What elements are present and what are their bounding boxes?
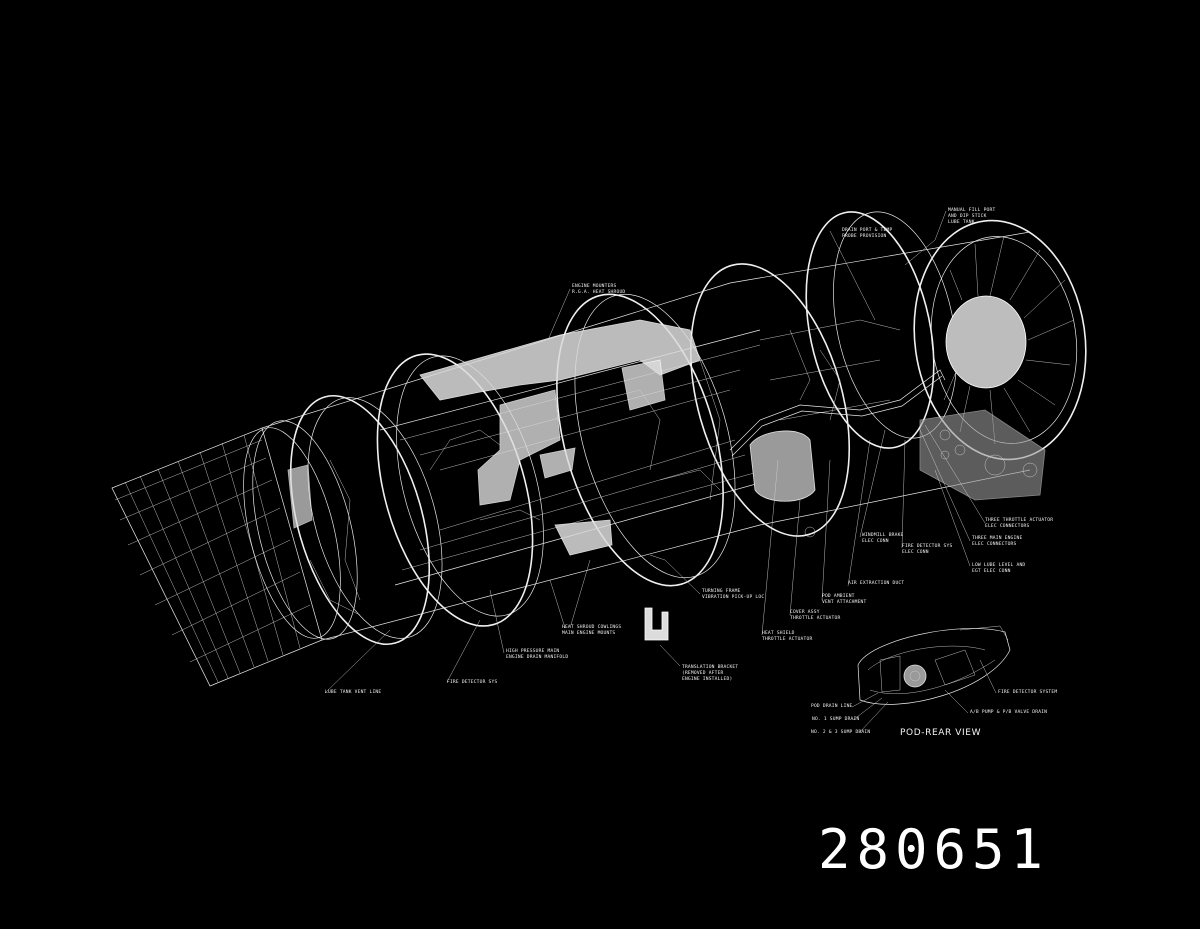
callout-line: HEAT SHIELD — [762, 630, 795, 636]
callout-line: THROTTLE ACTUATOR — [790, 615, 840, 621]
callout-line: LUBE TANK — [948, 219, 975, 225]
callout-line: (REMOVED AFTER — [682, 670, 724, 676]
inlet-fan — [913, 219, 1087, 501]
callout-line: TRANSLATION BRACKET — [682, 664, 738, 670]
callout-line: ELEC CONNECTORS — [972, 541, 1017, 547]
callout-fire-detector-system: FIRE DETECTOR SYSTEM — [998, 689, 1057, 695]
callout-line: DRAIN PORT & TEMP — [842, 227, 892, 233]
callout-line: ELEC CONN — [902, 549, 929, 555]
callout-sump-drain-23: NO. 2 & 3 SUMP DRAIN — [811, 729, 870, 735]
callout-line: FIRE DETECTOR SYS — [447, 679, 497, 685]
pod-body — [261, 231, 1031, 646]
callout-line: ENGINE INSTALLED) — [682, 676, 732, 682]
exhaust-nozzle — [111, 420, 358, 687]
callout-sump-drain-1: NO. 1 SUMP DRAIN — [812, 716, 859, 722]
callout-line: COVER ASSY — [790, 609, 820, 615]
callout-line: A/B PUMP & P/B VALVE DRAIN — [970, 709, 1047, 715]
callout-line: THREE MAIN ENGINE — [972, 535, 1022, 541]
callout-line: POD AMBIENT — [822, 593, 855, 599]
callout-line: WINDMILL BRAKE — [862, 532, 904, 538]
callout-line: NO. 1 SUMP DRAIN — [812, 716, 859, 722]
callout-line: LOW LUBE LEVEL AND — [972, 562, 1025, 568]
callout-fire-detector-sys: FIRE DETECTOR SYS — [447, 679, 497, 685]
callout-line: FIRE DETECTOR SYSTEM — [998, 689, 1057, 695]
rear-view-title: POD-REAR VIEW — [900, 728, 981, 738]
serial-number: 280651 — [818, 818, 1049, 881]
callout-valve-drain: A/B PUMP & P/B VALVE DRAIN — [970, 709, 1047, 715]
callout-line: R.G.A. HEAT SHROUD — [572, 289, 625, 295]
callout-line: THREE THROTTLE ACTUATOR — [985, 517, 1053, 523]
callout-line: THROTTLE ACTUATOR — [762, 636, 812, 642]
callout-line: VENT ATTACHMENT — [822, 599, 867, 605]
callout-air-extraction-duct: AIR EXTRACTION DUCT — [848, 580, 904, 586]
callout-line: HIGH PRESSURE MAIN — [506, 648, 559, 654]
callout-line: POD DRAIN LINE — [811, 703, 853, 709]
leader-lines — [324, 210, 997, 734]
callout-line: NO. 2 & 3 SUMP DRAIN — [811, 729, 870, 735]
callout-line: MANUAL FILL PORT — [948, 207, 995, 213]
callout-lube-tank-vent: LUBE TANK VENT LINE — [325, 689, 381, 695]
accessory-section — [729, 211, 957, 502]
callout-line: AIR EXTRACTION DUCT — [848, 580, 904, 586]
callout-line: MAIN ENGINE MOUNTS — [562, 630, 615, 636]
callout-line: ELEC CONNECTORS — [985, 523, 1030, 529]
pod-rear-view — [857, 625, 1011, 705]
callout-line: VIBRATION PICK-UP LOC — [702, 594, 764, 600]
translation-bracket — [644, 526, 816, 641]
callout-line: ENGINE MOUNTERS — [572, 283, 617, 289]
callout-line: PROBE PROVISION — [842, 233, 887, 239]
callout-line: ENGINE DRAIN MANIFOLD — [506, 654, 568, 660]
callout-line: HEAT SHROUD COWLINGS — [562, 624, 621, 630]
callout-line: TURNING FRAME — [702, 588, 741, 594]
callout-pod-drain-line: POD DRAIN LINE — [811, 703, 853, 709]
callout-line: ELEC CONN — [862, 538, 889, 544]
callout-line: FIRE DETECTOR SYS — [902, 543, 952, 549]
callout-line: EGT ELEC CONN — [972, 568, 1011, 574]
callout-line: AND DIP STICK — [948, 213, 987, 219]
callout-line: LUBE TANK VENT LINE — [325, 689, 381, 695]
